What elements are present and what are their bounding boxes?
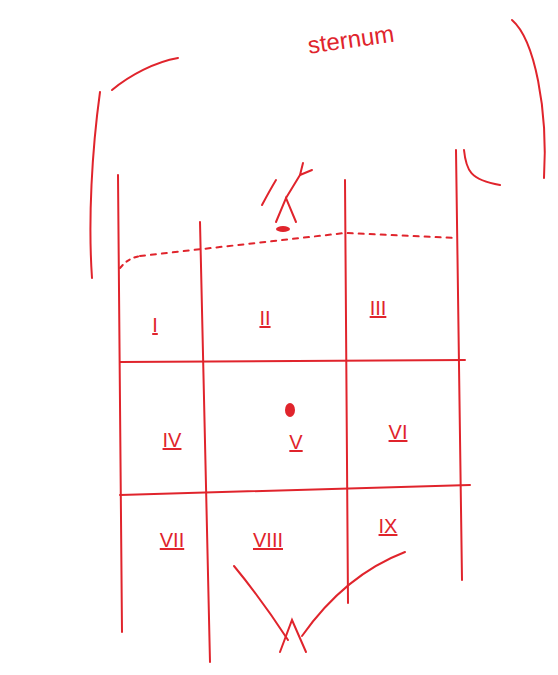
abdominal-region: IV	[122, 364, 202, 494]
region-number: IX	[379, 515, 398, 537]
bottom-arrow	[302, 552, 405, 636]
dashed-line	[120, 256, 140, 268]
abdominal-region: IX	[350, 488, 460, 580]
body-outline	[112, 58, 178, 90]
region-number: V	[289, 431, 302, 453]
abdominal-region: VI	[348, 362, 458, 486]
grid-line	[345, 180, 348, 603]
part-label: sternum	[304, 20, 398, 60]
leader-line	[262, 180, 276, 205]
sternum-dot	[276, 226, 290, 232]
leader-arrowhead	[300, 163, 312, 175]
leader-line	[286, 175, 300, 198]
region-number: IV	[163, 429, 182, 451]
abdominal-region: V	[204, 364, 346, 490]
body-outline	[464, 150, 500, 185]
abdominal-region: VIII	[206, 492, 346, 602]
abdominal-region: II	[202, 240, 345, 362]
umbilicus-dot	[285, 403, 295, 417]
grid-line	[118, 175, 122, 632]
grid-line	[120, 360, 465, 362]
arrow-caret	[280, 620, 306, 652]
grid-line	[200, 222, 210, 662]
grid-line	[456, 150, 462, 580]
region-number: II	[259, 307, 270, 329]
dashed-line	[140, 233, 455, 256]
body-outline	[90, 92, 100, 278]
abdominal-region: III	[347, 236, 456, 360]
grid-line	[120, 485, 470, 495]
body-outline	[512, 20, 545, 178]
bottom-arrow	[234, 566, 288, 640]
region-number: III	[370, 297, 387, 319]
region-number: VI	[389, 421, 408, 443]
leader-line	[276, 198, 296, 222]
region-number: I	[152, 314, 158, 336]
region-number: VIII	[253, 529, 283, 551]
region-number: VII	[160, 529, 184, 551]
abdominal-region: I	[122, 250, 200, 362]
abdominal-region: VII	[122, 497, 204, 627]
